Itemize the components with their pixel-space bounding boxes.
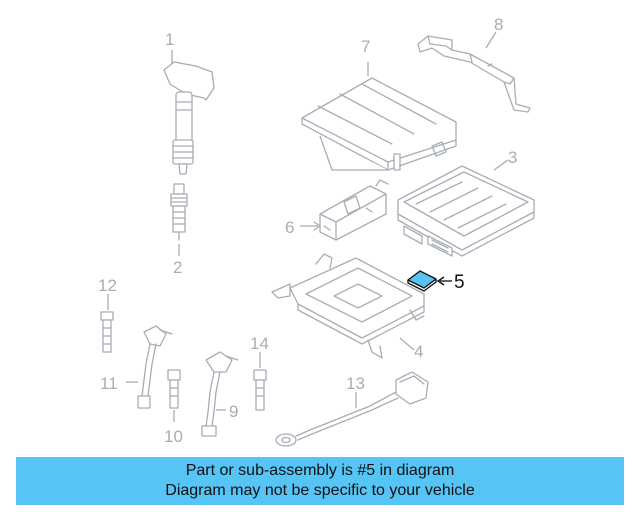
label-9: 9 <box>229 402 238 421</box>
label-13: 13 <box>346 374 365 393</box>
banner-line-1: Part or sub-assembly is #5 in diagram <box>185 462 455 479</box>
ecu-mounting-tray[interactable] <box>271 253 425 359</box>
wiring-harness[interactable] <box>275 371 429 447</box>
engine-control-module[interactable] <box>397 165 535 257</box>
label-4: 4 <box>414 342 423 361</box>
bolt-12[interactable] <box>100 311 114 353</box>
label-1: 1 <box>165 30 174 49</box>
relay-module[interactable] <box>319 179 389 241</box>
info-banner: Part or sub-assembly is #5 in diagram Di… <box>16 457 624 505</box>
label-12: 12 <box>98 276 117 295</box>
ecu-cover[interactable] <box>301 77 457 171</box>
label-5: 5 <box>454 272 465 293</box>
label-8: 8 <box>494 15 503 34</box>
label-2: 2 <box>173 258 182 277</box>
label-7: 7 <box>361 37 370 56</box>
sensor-11[interactable] <box>137 325 173 409</box>
label-10: 10 <box>164 427 183 446</box>
spark-plug[interactable] <box>170 183 188 241</box>
label-3: 3 <box>508 148 517 167</box>
bolt-14[interactable] <box>253 369 267 411</box>
label-14: 14 <box>250 334 269 353</box>
highlighted-part-5[interactable] <box>407 270 437 292</box>
bolt-10[interactable] <box>167 369 181 409</box>
mounting-bracket[interactable] <box>417 35 531 113</box>
parts-diagram: 1 2 7 8 3 <box>98 15 535 447</box>
ignition-coil[interactable] <box>163 61 215 175</box>
label-11: 11 <box>100 374 118 393</box>
label-6: 6 <box>285 218 294 237</box>
banner-line-2: Diagram may not be specific to your vehi… <box>165 482 475 499</box>
sensor-9[interactable] <box>201 351 239 437</box>
